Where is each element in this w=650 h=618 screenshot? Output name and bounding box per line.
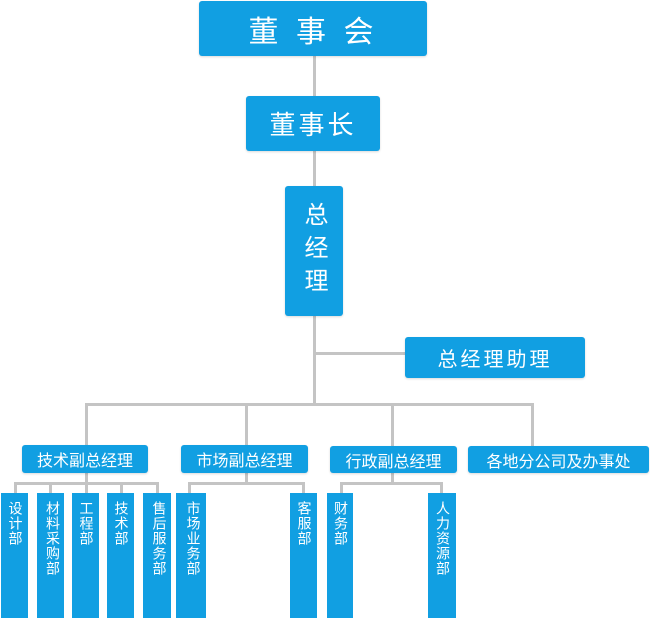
- market-business-dept-label: 市场业务部: [184, 501, 201, 576]
- connector-engineering: [85, 482, 88, 494]
- connector-market-horizontal: [188, 482, 305, 485]
- offices-box: 各地分公司及办事处: [468, 446, 649, 473]
- connector-hr: [440, 482, 443, 494]
- tech-vp-box: 技术副总经理: [22, 445, 148, 473]
- connector-tech-vp: [85, 403, 88, 446]
- connector-finance: [340, 482, 343, 494]
- connector-assistant: [315, 352, 407, 355]
- market-business-dept-box: 市场业务部: [176, 493, 206, 618]
- design-dept-label: 设计部: [6, 501, 23, 546]
- connector-after-sales: [156, 482, 159, 494]
- connector-admin-horizontal: [340, 482, 442, 485]
- technology-dept-label: 技术部: [112, 501, 129, 546]
- engineering-dept-box: 工程部: [72, 493, 99, 618]
- procurement-dept-box: 材料采购部: [37, 493, 64, 618]
- procurement-dept-label: 材料采购部: [43, 501, 60, 576]
- gm-assistant-label: 总经理助理: [437, 347, 553, 371]
- connector-design: [14, 482, 17, 494]
- connector-offices: [531, 403, 534, 447]
- finance-dept-box: 财务部: [327, 493, 353, 618]
- engineering-dept-label: 工程部: [77, 501, 94, 546]
- connector-customer-service: [302, 482, 305, 494]
- connector-admin-down: [391, 472, 394, 484]
- hr-dept-box: 人力资源部: [428, 493, 456, 618]
- board-label: 董 事 会: [248, 14, 378, 50]
- admin-vp-label: 行政副总经理: [345, 451, 442, 471]
- connector-gm-trunk: [313, 316, 316, 405]
- connector-technology: [120, 482, 123, 494]
- gm-box: 总经理: [285, 186, 343, 316]
- connector-board-chairman: [313, 55, 316, 97]
- offices-label: 各地分公司及办事处: [486, 451, 631, 471]
- market-vp-box: 市场副总经理: [181, 445, 308, 473]
- customer-service-dept-box: 客服部: [290, 493, 317, 618]
- connector-market-business: [188, 482, 191, 494]
- technology-dept-box: 技术部: [107, 493, 134, 618]
- gm-assistant-box: 总经理助理: [405, 337, 585, 378]
- gm-label: 总经理: [300, 201, 328, 301]
- connector-admin-vp: [391, 403, 394, 447]
- chairman-label: 董事长: [269, 111, 357, 141]
- connector-chairman-gm: [313, 151, 316, 187]
- connector-market-vp: [245, 403, 248, 446]
- connector-tech-down: [85, 472, 88, 484]
- after-sales-dept-box: 售后服务部: [143, 493, 171, 618]
- connector-procurement: [49, 482, 52, 494]
- admin-vp-box: 行政副总经理: [330, 446, 457, 473]
- board-box: 董 事 会: [199, 1, 427, 56]
- chairman-box: 董事长: [246, 96, 380, 151]
- market-vp-label: 市场副总经理: [196, 451, 293, 470]
- tech-vp-label: 技术副总经理: [36, 451, 133, 470]
- finance-dept-label: 财务部: [332, 501, 349, 546]
- after-sales-dept-label: 售后服务部: [150, 501, 167, 576]
- customer-service-dept-label: 客服部: [295, 501, 312, 546]
- design-dept-box: 设计部: [1, 493, 28, 618]
- connector-level2-horizontal: [85, 403, 534, 406]
- hr-dept-label: 人力资源部: [434, 501, 451, 576]
- connector-market-down: [245, 472, 248, 484]
